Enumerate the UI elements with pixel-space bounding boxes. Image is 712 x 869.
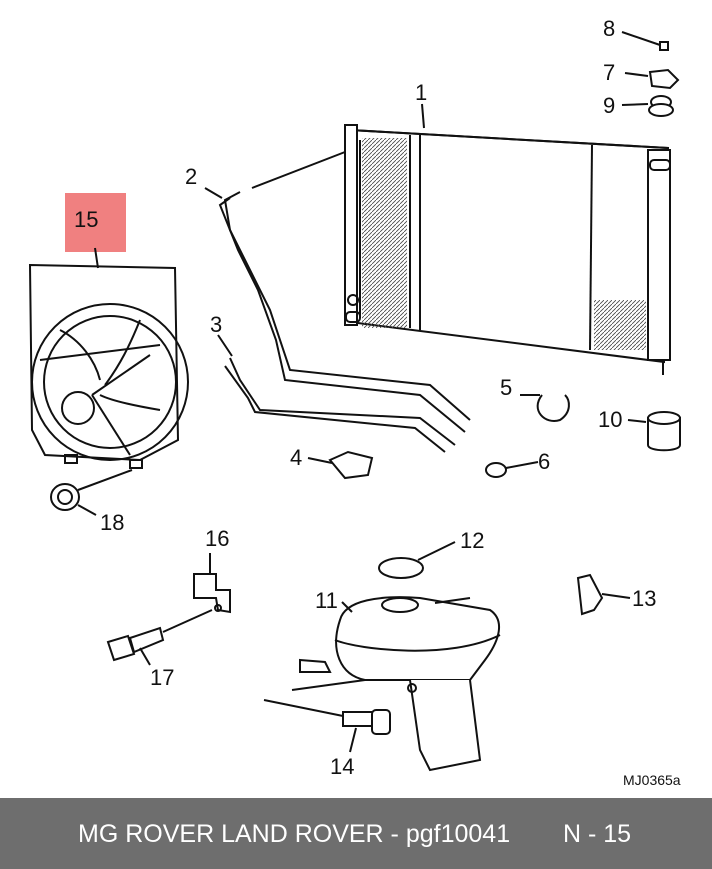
parts-diagram: 1 2 3 4 5 6 7 8 9 10 11 12 13 14 15 16 1… (28, 16, 681, 788)
callout-9: 9 (603, 93, 616, 118)
callout-18: 18 (100, 510, 125, 535)
callout-1: 1 (415, 80, 428, 105)
callout-6: 6 (538, 449, 551, 474)
callout-14: 14 (330, 754, 355, 779)
callout-4: 4 (290, 445, 303, 470)
callout-7: 7 (603, 60, 616, 85)
callout-13: 13 (632, 586, 657, 611)
callout-10: 10 (598, 407, 623, 432)
callout-16: 16 (205, 526, 230, 551)
callout-11: 11 (315, 588, 338, 613)
footer-bar: MG ROVER LAND ROVER - pgf10041 N - 15 (0, 798, 712, 869)
radiator (344, 124, 671, 375)
selected-part-highlight (65, 193, 126, 252)
cooling-fan-assembly (28, 263, 189, 469)
callout-3: 3 (210, 312, 223, 337)
callout-2: 2 (185, 164, 198, 189)
diagram-drawing (28, 31, 681, 772)
callout-12: 12 (460, 528, 485, 553)
callout-8: 8 (603, 16, 616, 41)
footer-brand-text: MG ROVER LAND ROVER - pgf10041 (78, 820, 511, 848)
callout-17: 17 (150, 665, 175, 690)
footer-page-ref: N - 15 (563, 820, 632, 848)
callout-5: 5 (500, 375, 513, 400)
expansion-tank (299, 596, 501, 772)
drawing-code: MJ0365a (623, 772, 681, 788)
callout-15: 15 (74, 207, 99, 232)
